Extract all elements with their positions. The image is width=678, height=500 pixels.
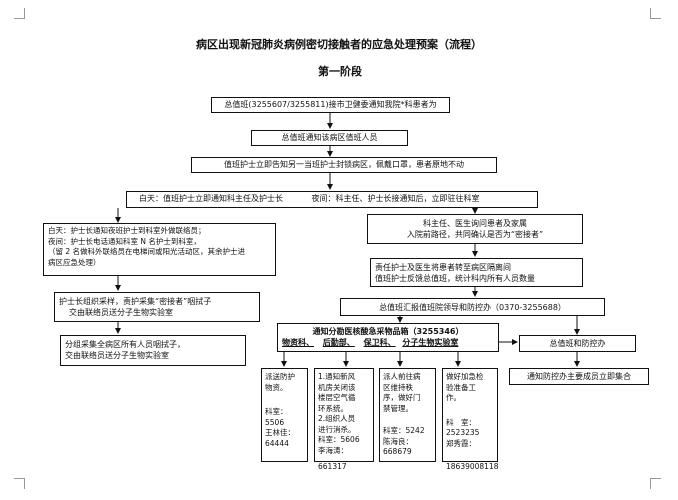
lab-line-2: 验准备工 — [446, 382, 476, 392]
box-assemble-members: 通知防控办主要成员立即集合 — [509, 368, 649, 385]
sampling-line-2: 交由联络员送分子生物实验室 — [69, 308, 173, 317]
liaison-line-1: 白天：护士长通知夜班护士到科室外做联络员； — [48, 226, 206, 235]
box-duty-notice: 总值班(3255607/3255811)接市卫健委通知我院*科患者为 — [211, 97, 450, 113]
lab-line-5: 2523235 — [446, 428, 480, 437]
logistics-line-2: 机房关闭该 — [318, 382, 356, 392]
box-notify-departments: 通知分勘医核酸急采物品箱（3255346） 物资科、 后勤部、 保卫科、 分子生… — [277, 323, 499, 352]
materials-line-5: 64444 — [265, 438, 289, 448]
notify-line-1: 通知分勘医核酸急采物品箱（3255346） — [312, 327, 464, 336]
corner-mark-bottom-left — [14, 478, 25, 489]
corner-mark-bottom-right — [650, 478, 661, 489]
lab-line-4: 科 室： — [446, 417, 476, 427]
isolation-line-2: 值班护士反馈总值班，统计科内所有人员数量 — [375, 274, 535, 283]
box-security-dept-detail: 派人前往病 区维持秩 序，做好门 禁管理。 科室：5242 陈海良： 66867… — [379, 368, 436, 462]
logistics-line-4: 环系统。 — [318, 403, 348, 413]
isolation-line-1: 责任护士及医生将患者转至病区隔离间 — [375, 263, 511, 272]
sampling-line-1: 护士长组织采样，责护采集“密接者”咽拭子 — [59, 297, 212, 306]
box-lock-ward: 值班护士立即告知另一当班护士封锁病区，佩戴口罩，患者原地不动 — [191, 157, 497, 173]
box-molecular-lab-detail: 做好加急检 验准备工 作。 科 室： 2523235 郑秀霞： — [442, 368, 498, 462]
box-materials-dept-detail: 派送防护 物资。 科室：5506 王林佳： 64444 — [261, 368, 308, 462]
logistics-line-1: 1.通知新风 — [318, 372, 356, 381]
security-line-6: 陈海良： — [383, 436, 413, 446]
dept-molecular-lab: 分子生物实验室 — [402, 338, 459, 347]
box-day-night-notify: 白天：值班护士立即通知科主任及护士长 夜间：科主任、护士长接通知后，立即驻往科室 — [126, 191, 538, 208]
lab-line-1: 做好加急检 — [446, 372, 484, 381]
security-line-4: 禁管理。 — [383, 403, 413, 413]
logistics-line-3: 楼层空气循 — [318, 393, 356, 402]
liaison-line-2: 夜间：护士长电话通知科室 N 名护士到科室， — [48, 236, 201, 246]
security-line-2: 区维持秩 — [383, 382, 413, 392]
dept-logistics: 后勤部、 — [322, 338, 355, 347]
box-confirm-contact: 科主任、医生询问患者及家属 入院前路径，共同确认是否为“密接者” — [367, 214, 583, 244]
lab-phone-overflow: 18639008118 — [446, 462, 499, 471]
materials-line-4: 王林佳： — [265, 428, 295, 437]
box-liaison-arrangement: 白天：护士长通知夜班护士到科室外做联络员； 夜间：护士长电话通知科室 N 名护士… — [43, 223, 276, 276]
liaison-line-3: （留 2 名做科外联络员在电梯间或阳光活动区，其余护士进 — [48, 247, 246, 256]
stage-heading: 第一阶段 — [318, 65, 362, 78]
liaison-line-4: 病区应急处理） — [48, 257, 101, 267]
box-close-contact-sampling: 护士长组织采样，责护采集“密接者”咽拭子 交由联络员送分子生物实验室 — [54, 292, 260, 322]
security-line-1: 派人前往病 — [383, 372, 421, 381]
security-line-3: 序，做好门 — [383, 393, 421, 402]
box-isolation-transfer: 责任护士及医生将患者转至病区隔离间 值班护士反馈总值班，统计科内所有人员数量 — [370, 258, 583, 287]
ward-sampling-line-2: 交由联络员送分子生物实验室 — [65, 351, 169, 360]
notify-line-2: 物资科、 后勤部、 保卫科、 分子生物实验室 — [282, 337, 494, 348]
lab-line-6: 郑秀霞： — [446, 438, 476, 448]
day-notify-text: 白天：值班护士立即通知科主任及护士长 — [139, 194, 283, 203]
materials-line-3: 科室：5506 — [265, 407, 288, 427]
ward-sampling-line-1: 分组采集全病区所有人员咽拭子， — [65, 340, 185, 349]
box-logistics-dept-detail: 1.通知新风 机房关闭该 楼层空气循 环系统。 2.组织人员 进行消杀。 科室：… — [314, 368, 374, 462]
dept-materials: 物资科、 — [282, 338, 314, 347]
security-line-7: 668679 — [383, 447, 412, 456]
document-title: 病区出现新冠肺炎病例密切接触者的应急处理预案（流程） — [196, 38, 482, 51]
corner-mark-top-right — [650, 8, 661, 19]
confirm-line-1: 科主任、医生询问患者及家属 — [423, 219, 527, 228]
logistics-phone-overflow: 661317 — [318, 462, 347, 471]
corner-mark-top-left — [14, 8, 25, 19]
box-ward-wide-sampling: 分组采集全病区所有人员咽拭子， 交由联络员送分子生物实验室 — [60, 335, 246, 366]
lab-line-3: 作。 — [446, 393, 461, 402]
materials-line-1: 派送防护 — [265, 372, 295, 381]
logistics-line-8: 李海涛： — [318, 445, 348, 455]
dept-security: 保卫科、 — [363, 338, 396, 347]
logistics-line-7: 科室：5606 — [318, 435, 360, 444]
box-notify-ward-staff: 总值班通知该病区值班人员 — [251, 130, 408, 146]
confirm-line-2: 入院前路径，共同确认是否为“密接者” — [406, 230, 544, 239]
logistics-line-6: 进行消杀。 — [318, 424, 356, 434]
security-line-5: 科室：5242 — [383, 426, 425, 435]
logistics-line-5: 2.组织人员 — [318, 414, 356, 423]
night-notify-text: 夜间：科主任、护士长接通知后，立即驻往科室 — [311, 194, 480, 203]
materials-line-2: 物资。 — [265, 382, 288, 392]
box-duty-and-prevention-office: 总值班和防控办 — [519, 335, 636, 352]
box-report-leadership: 总值班汇报值班院领导和防控办（0370-3255688） — [340, 298, 605, 316]
